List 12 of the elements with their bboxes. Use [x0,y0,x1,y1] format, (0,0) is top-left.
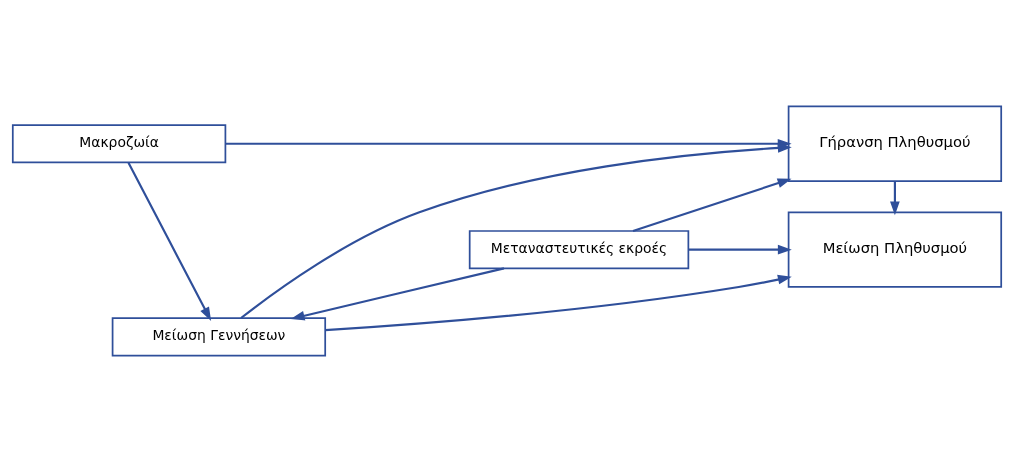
arrow [240,143,792,319]
arrow [890,181,900,216]
node-box: Μείωση Πληθυσμού [787,211,1003,288]
node-box: Μείωση Γεννήσεων [111,317,327,357]
arrow [325,274,792,332]
node-box: Γήρανση Πληθυσμού [787,105,1003,182]
arrow [127,162,212,322]
node-box: Μακροζωία [11,124,227,164]
node-box: Μεταναστευτικές εκροές [468,230,690,270]
arrow [290,267,505,321]
arrow [688,244,792,255]
arrow [632,178,792,233]
